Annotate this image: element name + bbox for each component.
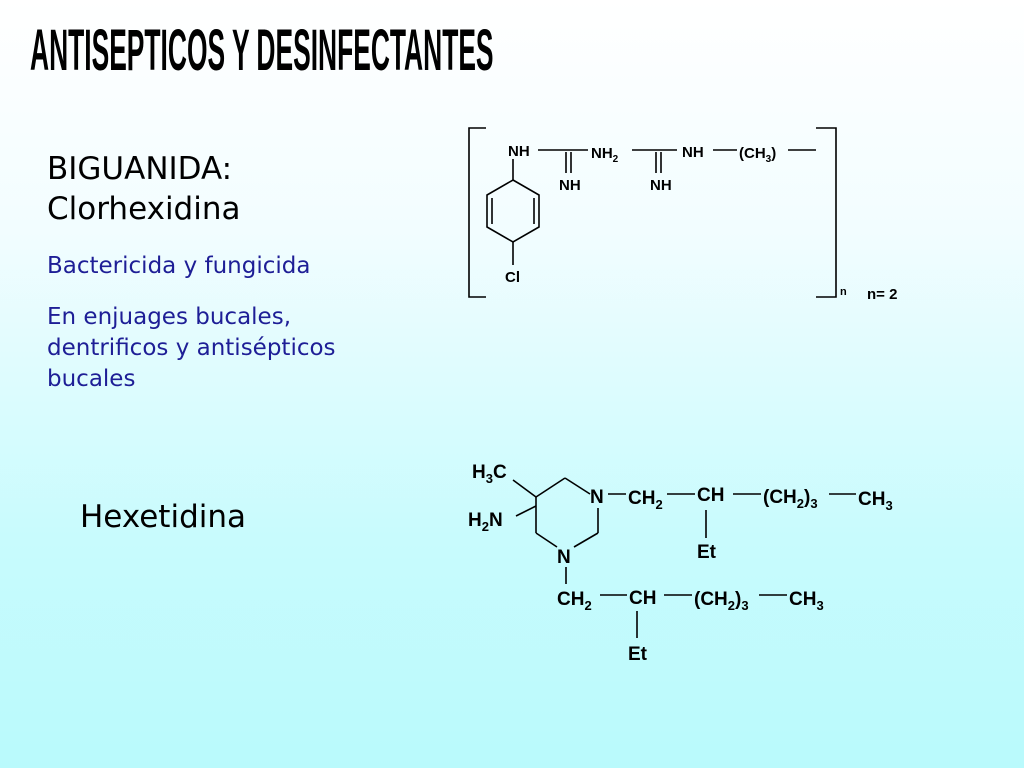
ring-nitrogen-label: N — [557, 547, 571, 568]
chloro-label: Cl — [505, 269, 520, 286]
nh-label: NH — [508, 143, 530, 160]
ch2n-group: (CH2)3 — [694, 589, 749, 613]
nh2-label: NH2 — [591, 145, 619, 165]
biguanida-heading: BIGUANIDA: — [47, 151, 233, 187]
h2n-group: H2N — [468, 510, 503, 534]
ch2-group: CH2 — [628, 488, 663, 512]
ch-group: CH — [697, 485, 724, 506]
ch3-group: CH3 — [789, 589, 824, 613]
slide-title: ANTISEPTICOS Y DESINFECTANTES — [30, 19, 494, 83]
hexetidina-name: Hexetidina — [80, 499, 247, 535]
imine-nh-label: NH — [650, 177, 672, 194]
clorhexidina-name: Clorhexidina — [47, 191, 241, 227]
repeat-subscript: n — [840, 286, 847, 298]
n-value: n= 2 — [867, 286, 897, 303]
ethyl-label: Et — [628, 644, 648, 665]
ethyl-label: Et — [697, 542, 717, 563]
h3c-group: H3C — [472, 462, 507, 486]
property-text: Bactericida y fungicida — [47, 253, 311, 279]
imine-nh-label: NH — [559, 177, 581, 194]
ring-nitrogen-label: N — [590, 487, 604, 508]
ch2-group: CH2 — [557, 589, 592, 613]
ch2n-group: (CH2)3 — [763, 487, 818, 511]
ch3-group: (CH3) — [739, 145, 776, 165]
ch3-group: CH3 — [858, 489, 893, 513]
usage-text: En enjuages bucales, dentrificos y antis… — [47, 304, 336, 393]
nh-label: NH — [682, 144, 704, 161]
ch-group: CH — [629, 588, 656, 609]
